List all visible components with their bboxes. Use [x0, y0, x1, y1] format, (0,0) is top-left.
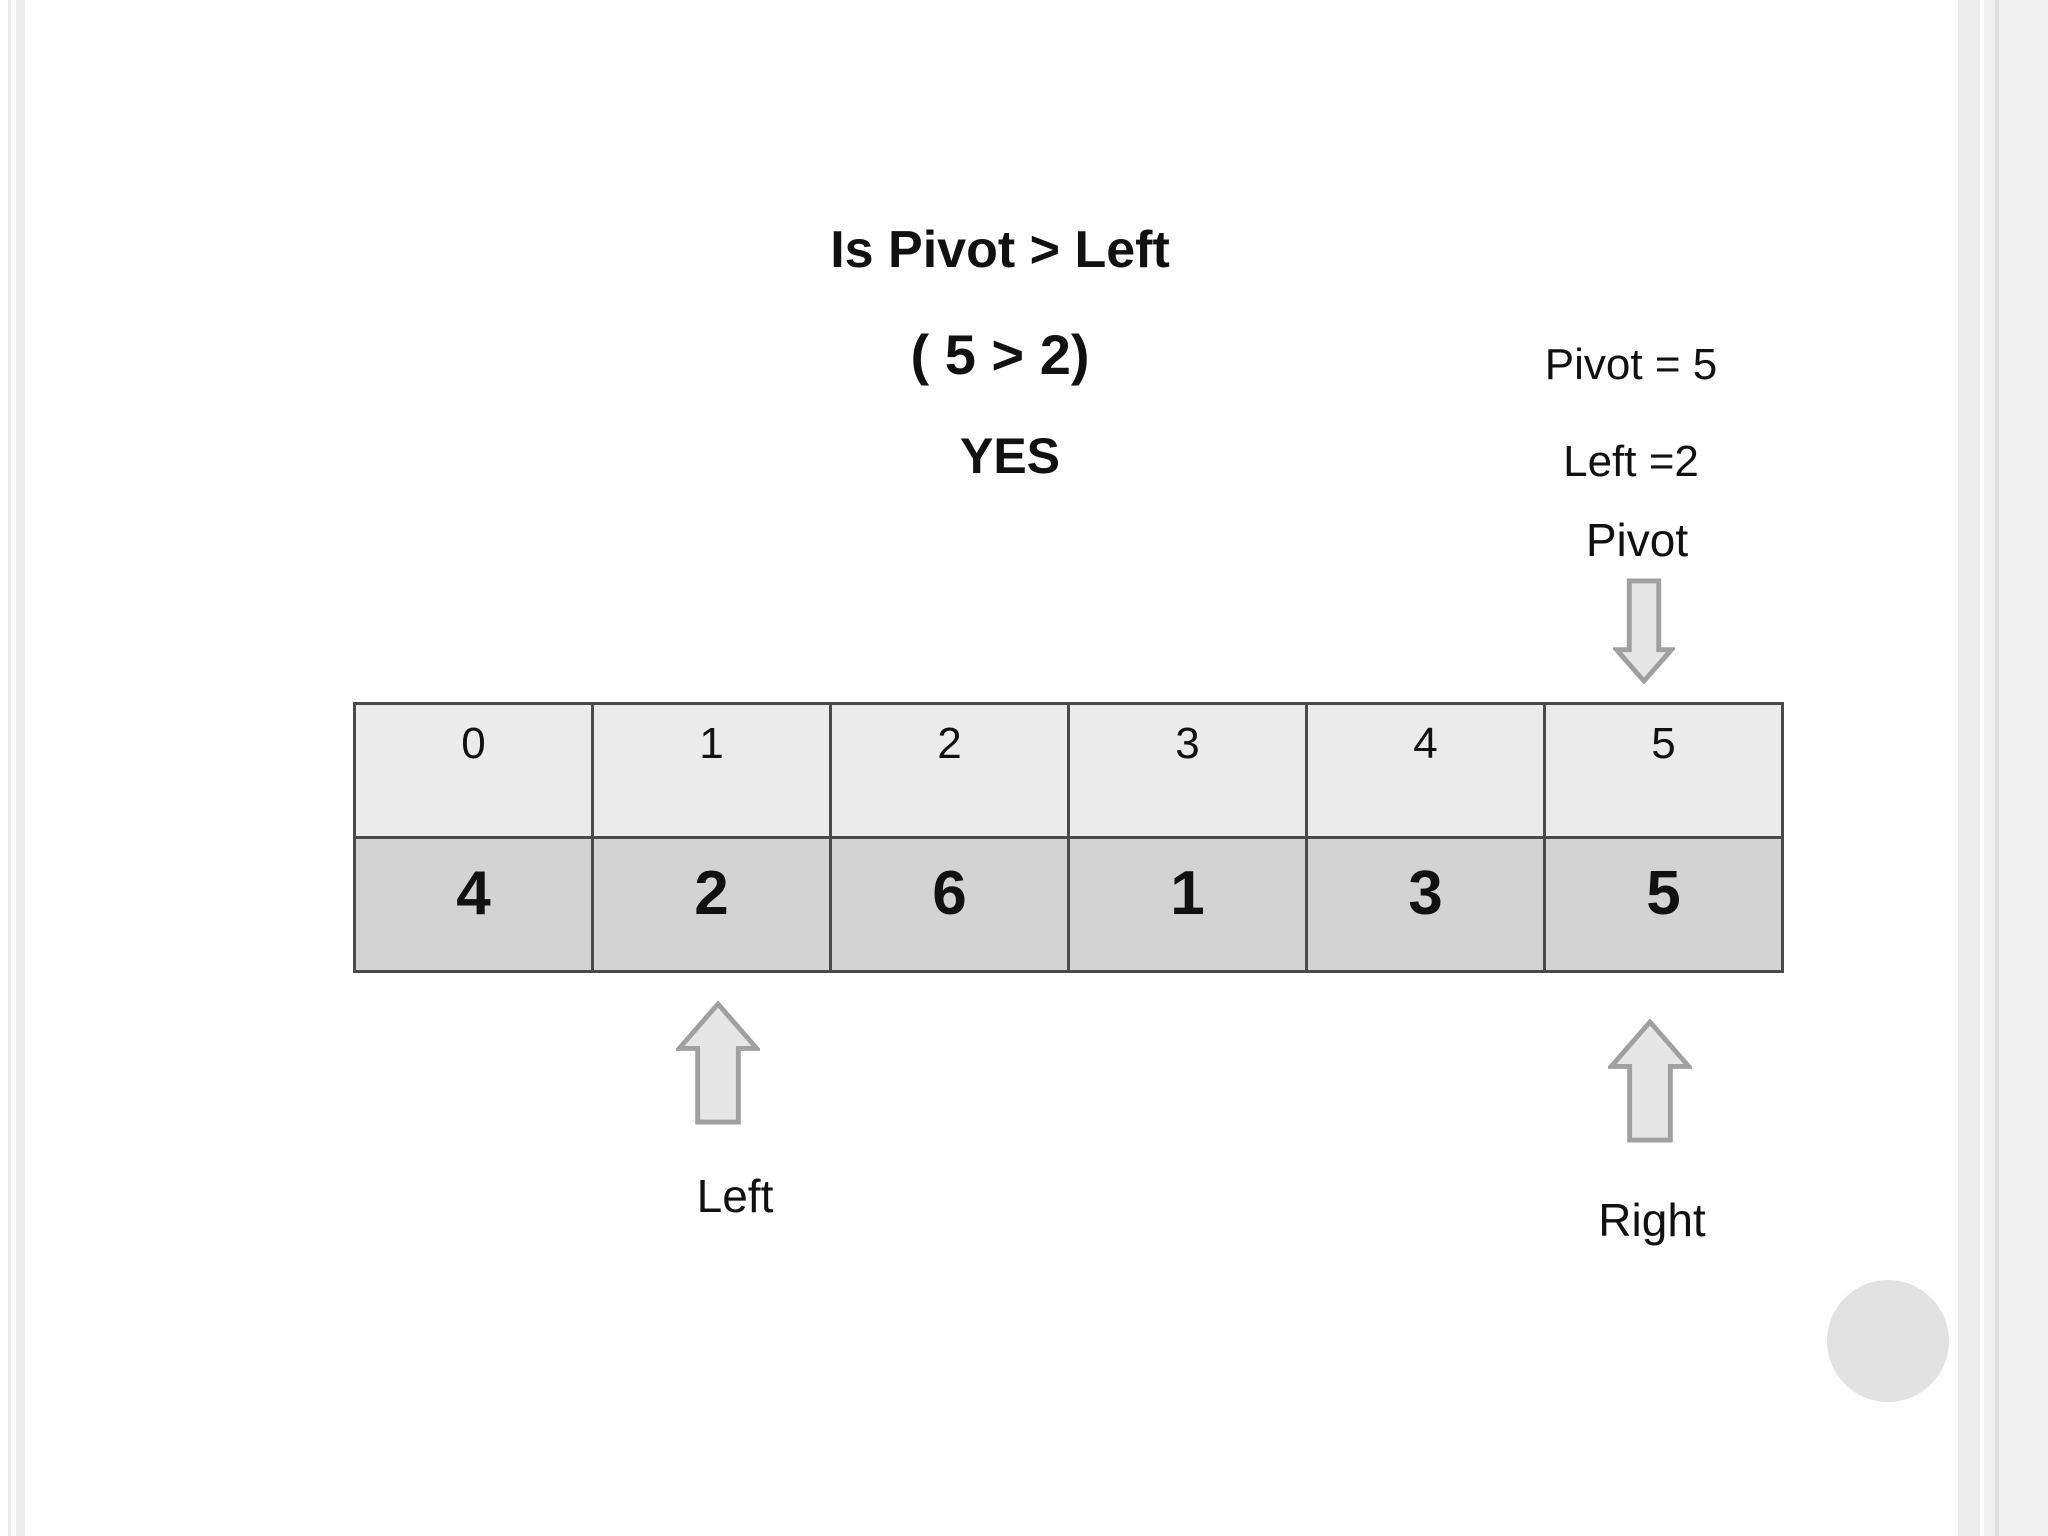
left-edge-line	[8, 0, 11, 1536]
right-side-panel	[1984, 0, 2048, 1536]
left-value-text: Left =2	[1563, 437, 1699, 486]
index-cell: 2	[829, 702, 1070, 839]
down-arrow-icon	[1613, 578, 1675, 684]
value-cell: 5	[1543, 836, 1784, 973]
right-edge-strip	[1958, 0, 1980, 1536]
answer-label: YES	[959, 428, 1061, 484]
value-cell: 3	[1305, 836, 1546, 973]
question-title: Is Pivot > Left	[830, 221, 1170, 279]
index-cell: 3	[1067, 702, 1308, 839]
value-cell: 6	[829, 836, 1070, 973]
value-cell: 2	[591, 836, 832, 973]
right-panel-line	[1995, 0, 1999, 1536]
left-pointer-label: Left	[696, 1170, 774, 1222]
variable-info-block: Pivot = 5 Left =2	[1431, 298, 1831, 528]
value-row: 4 2 6 1 3 5	[353, 836, 1784, 973]
question-comparison: ( 5 > 2)	[910, 323, 1090, 386]
value-cell: 1	[1067, 836, 1308, 973]
index-row: 0 1 2 3 4 5	[353, 702, 1784, 839]
up-arrow-icon	[1608, 1019, 1692, 1143]
index-cell: 1	[591, 702, 832, 839]
pivot-value-text: Pivot = 5	[1544, 340, 1718, 389]
array-table: 0 1 2 3 4 5 4 2 6 1 3 5	[353, 702, 1784, 973]
corner-circle	[1827, 1280, 1949, 1402]
question-block: Is Pivot > Left ( 5 > 2)	[600, 182, 1400, 428]
value-cell: 4	[353, 836, 594, 973]
left-edge-strip	[16, 0, 25, 1536]
up-arrow-icon	[676, 1001, 760, 1125]
pivot-pointer-label: Pivot	[1585, 514, 1689, 566]
index-cell: 5	[1543, 702, 1784, 839]
index-cell: 0	[353, 702, 594, 839]
index-cell: 4	[1305, 702, 1546, 839]
right-pointer-label: Right	[1598, 1194, 1706, 1246]
